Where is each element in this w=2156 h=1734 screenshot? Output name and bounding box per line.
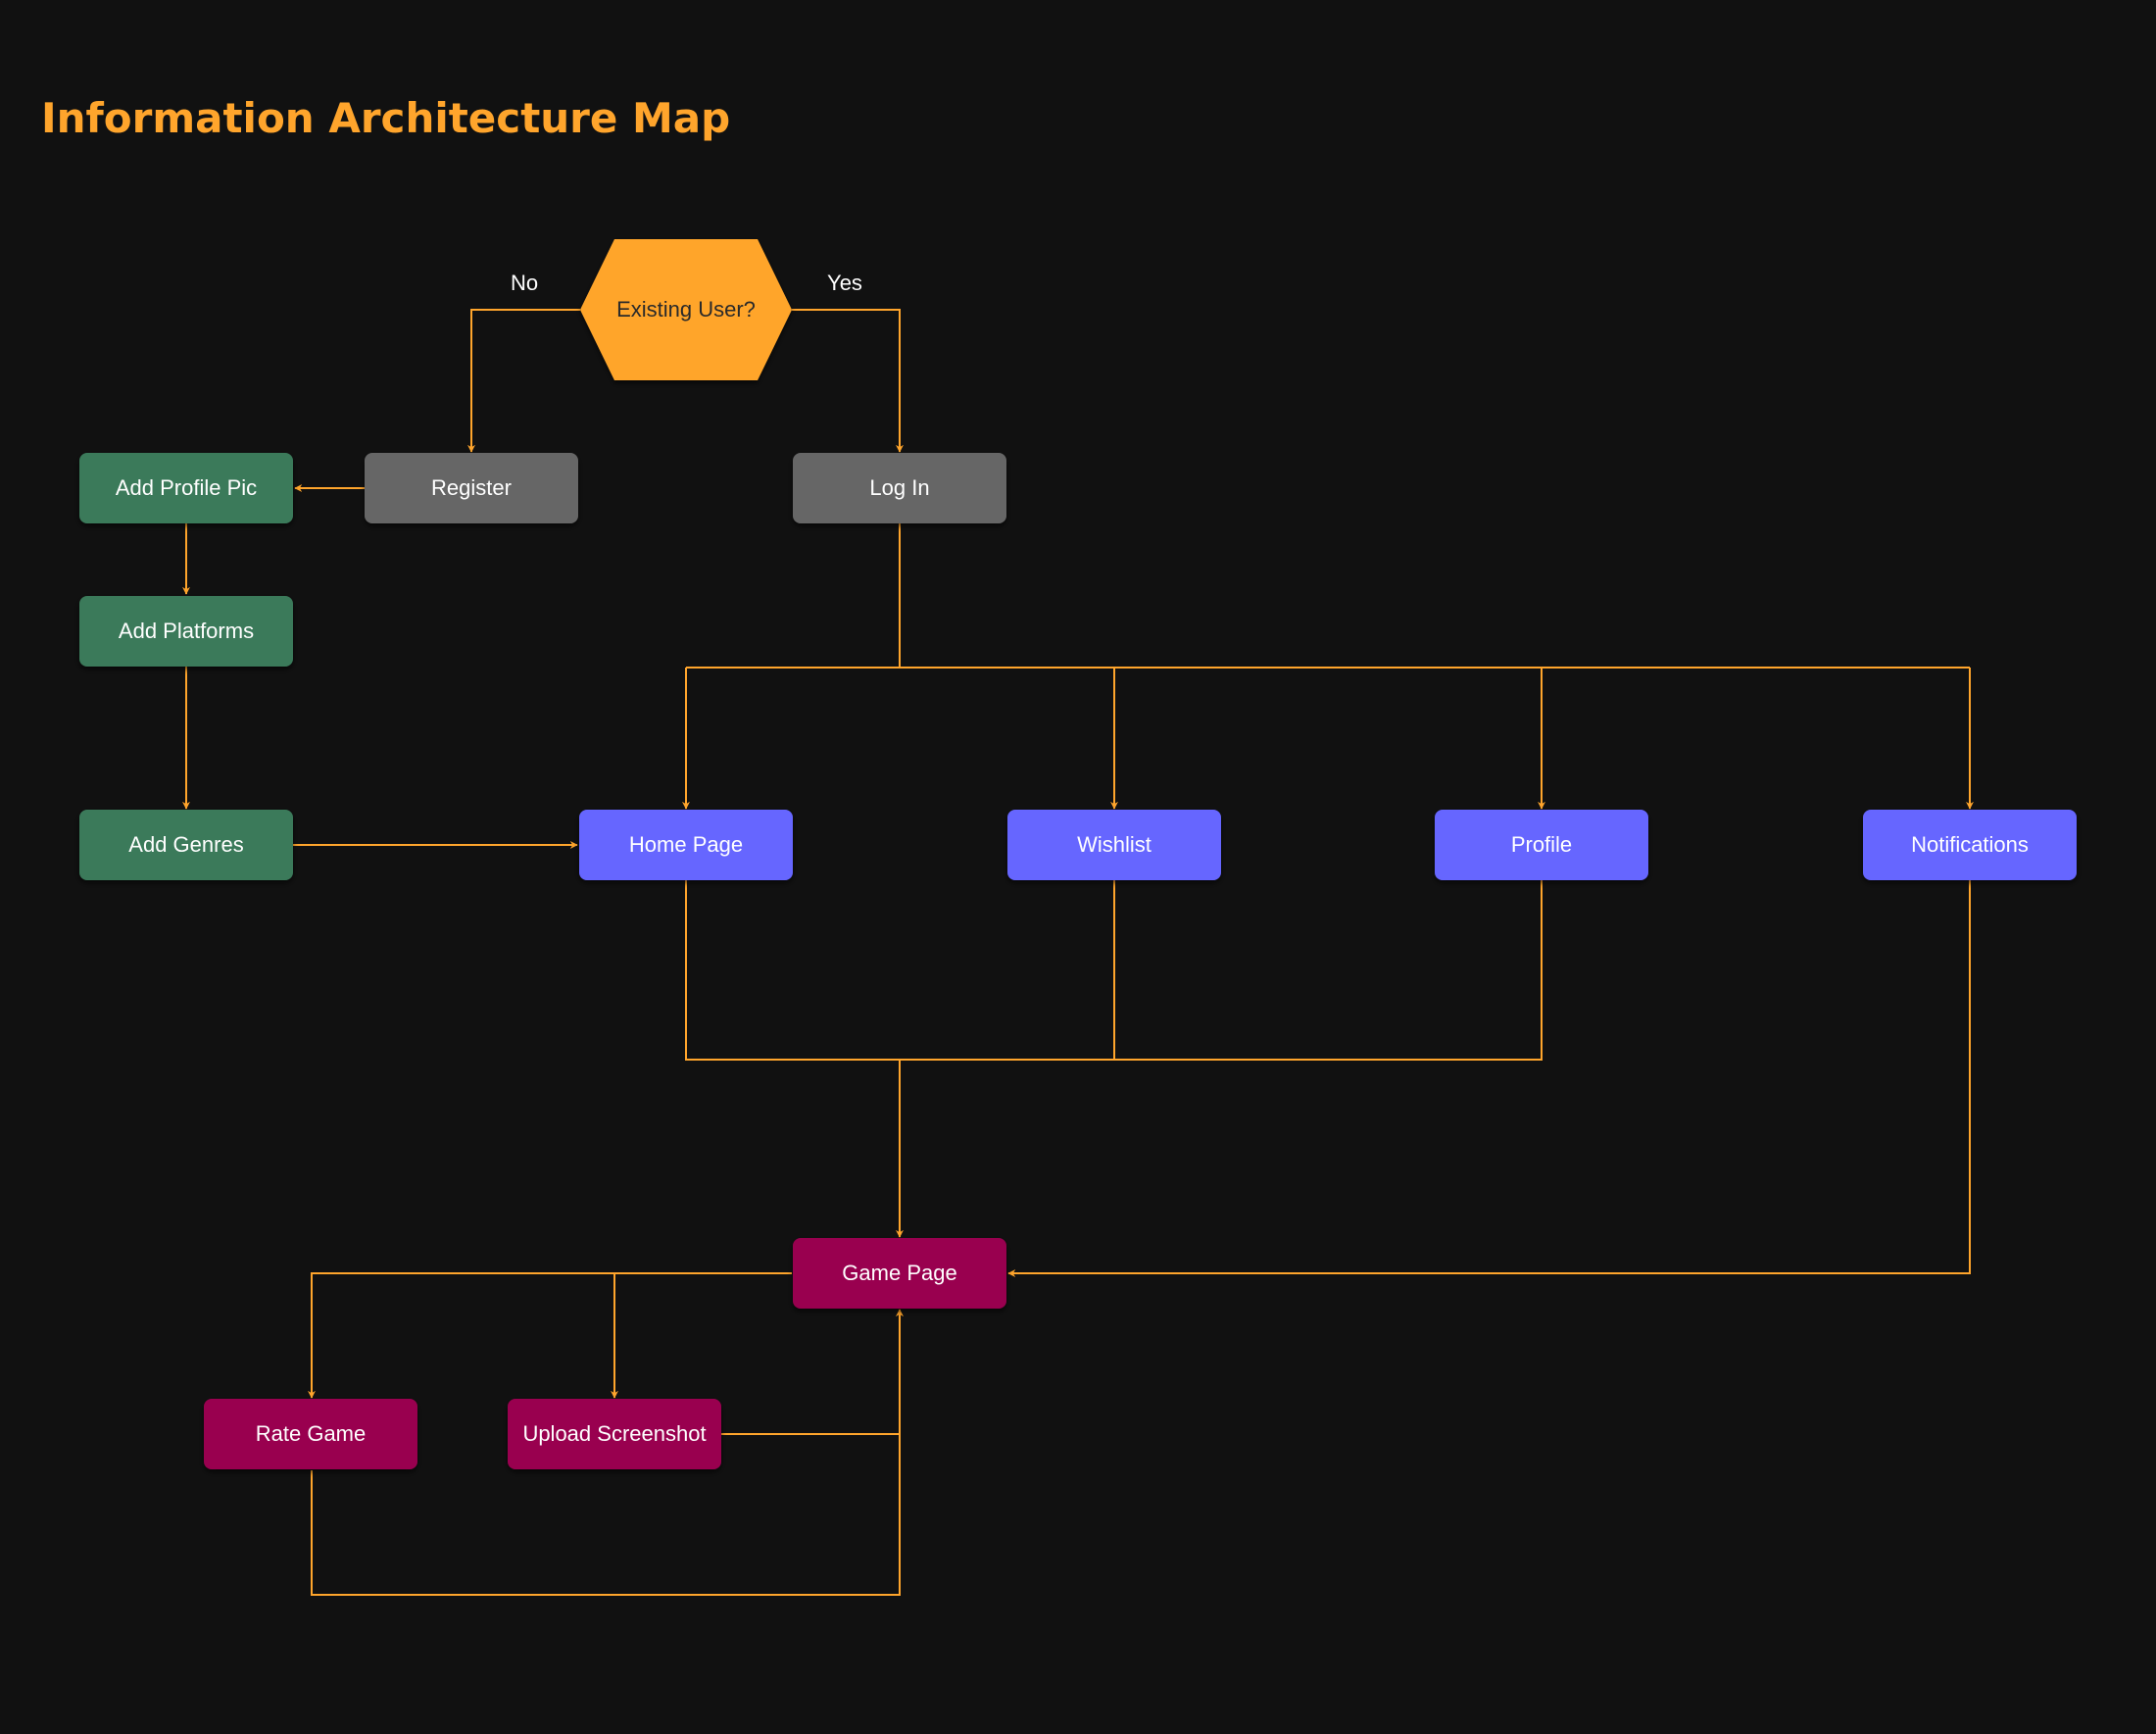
node-profile-label: Profile: [1511, 832, 1572, 857]
page-title: Information Architecture Map: [41, 94, 731, 142]
node-game-page-label: Game Page: [842, 1261, 956, 1285]
node-register[interactable]: [365, 453, 578, 523]
node-add-platforms-label: Add Platforms: [119, 619, 254, 643]
node-wishlist[interactable]: [1007, 810, 1221, 880]
node-upload-screenshot-label: Upload Screenshot: [522, 1421, 706, 1446]
node-register-label: Register: [431, 475, 512, 500]
decision-existing-user-label: Existing User?: [616, 297, 756, 322]
edge-label-yes: Yes: [827, 271, 862, 295]
node-add-genres[interactable]: [79, 810, 293, 880]
node-wishlist-label: Wishlist: [1077, 832, 1152, 857]
node-log-in-label: Log In: [869, 475, 929, 500]
node-add-platforms[interactable]: [79, 596, 293, 667]
node-home-page[interactable]: [579, 810, 793, 880]
node-log-in[interactable]: [793, 453, 1006, 523]
node-upload-screenshot[interactable]: [508, 1399, 721, 1469]
node-notifications[interactable]: [1863, 810, 2077, 880]
decision-existing-user[interactable]: [580, 239, 792, 380]
edge-no: [467, 309, 580, 453]
edge-upload-game: [721, 1309, 904, 1435]
node-notifications-label: Notifications: [1911, 832, 2029, 857]
edges: [182, 309, 1974, 1596]
node-profile[interactable]: [1435, 810, 1648, 880]
edge-game-rate: [308, 1272, 792, 1399]
node-game-page[interactable]: [793, 1238, 1006, 1309]
node-add-profile-pic-label: Add Profile Pic: [116, 475, 257, 500]
edge-label-no: No: [511, 271, 538, 295]
node-home-page-label: Home Page: [629, 832, 743, 857]
edge-rate-back: [311, 1434, 901, 1596]
node-rate-game-label: Rate Game: [256, 1421, 367, 1446]
node-add-genres-label: Add Genres: [128, 832, 243, 857]
node-rate-game[interactable]: [204, 1399, 417, 1469]
edge-notifications-game: [1007, 880, 1971, 1277]
edge-yes: [792, 309, 904, 453]
node-add-profile-pic[interactable]: [79, 453, 293, 523]
